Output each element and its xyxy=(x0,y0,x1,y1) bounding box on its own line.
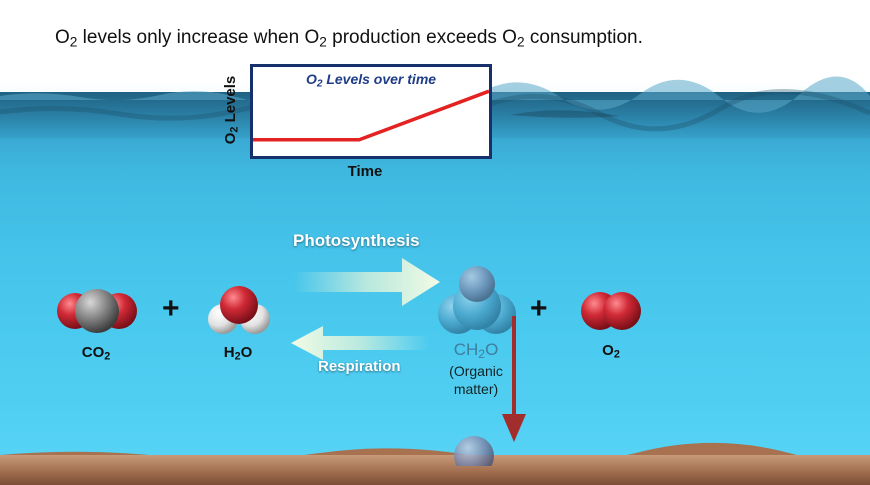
photosynthesis-label: Photosynthesis xyxy=(293,231,420,250)
plus-sign-products: + xyxy=(530,292,548,325)
ch2o-molecule-icon xyxy=(438,266,516,334)
ch2o-label: CH2O xyxy=(453,340,499,362)
h2o-label: H2O xyxy=(223,344,253,363)
plus-sign-reactants: + xyxy=(162,292,180,325)
photosynthesis-arrow-icon xyxy=(294,258,440,306)
respiration-label: Respiration xyxy=(318,358,401,375)
ocean-floor xyxy=(0,455,870,485)
co2-molecule-icon xyxy=(57,289,137,333)
co2-label: CO2 xyxy=(81,344,111,363)
chart-title: O2 Levels over time xyxy=(305,71,437,90)
o2-level-series-line xyxy=(253,89,489,142)
chart-plot xyxy=(253,89,489,142)
chart-y-axis-label: O2 Levels xyxy=(222,75,241,145)
sinking-arrow-icon xyxy=(502,316,526,442)
respiration-arrow-icon xyxy=(291,326,429,360)
o2-label: O2 xyxy=(602,342,620,361)
page-title: O2 levels only increase when O2 producti… xyxy=(55,27,643,50)
chart-x-axis-label: Time xyxy=(347,163,383,180)
o2-molecule-icon xyxy=(581,292,641,330)
h2o-molecule-icon xyxy=(208,286,270,334)
o2-levels-chart: O2 Levels over time xyxy=(250,64,492,159)
sinking-organic-matter-icon xyxy=(454,436,494,466)
